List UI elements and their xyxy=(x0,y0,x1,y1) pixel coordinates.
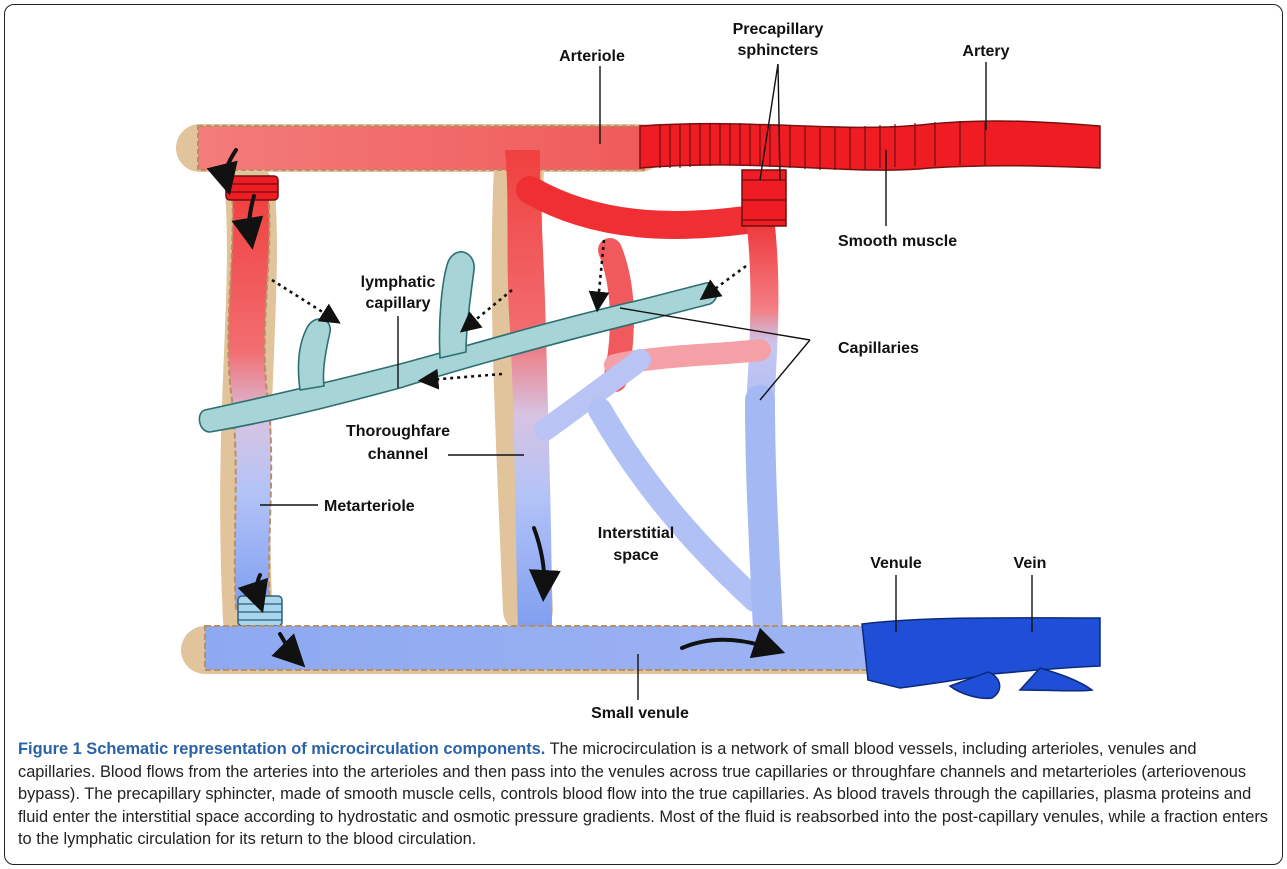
label-interstitial-1: Interstitial xyxy=(598,525,674,542)
label-metarteriole: Metarteriole xyxy=(324,498,415,515)
label-vein: Vein xyxy=(1014,555,1047,572)
vein-branch xyxy=(1020,668,1092,691)
label-thoroughfare-2: channel xyxy=(368,446,428,463)
label-small-venule: Small venule xyxy=(591,705,689,722)
label-precapillary-1: Precapillary xyxy=(733,21,824,38)
label-precapillary-2: sphincters xyxy=(738,42,819,59)
lymphatic-vessel xyxy=(199,252,716,432)
label-capillaries: Capillaries xyxy=(838,340,919,357)
label-smooth-muscle: Smooth muscle xyxy=(838,233,957,250)
label-lymphatic-1: lymphatic xyxy=(361,274,436,291)
metarteriole-blue-sphincter xyxy=(238,596,282,626)
caption-title: Figure 1 Schematic representation of mic… xyxy=(18,740,545,758)
label-venule: Venule xyxy=(870,555,922,572)
vessel-layer xyxy=(198,121,1100,698)
label-lymphatic-2: capillary xyxy=(366,295,431,312)
label-interstitial-2: space xyxy=(613,547,658,564)
figure-caption: Figure 1 Schematic representation of mic… xyxy=(18,738,1273,851)
label-arteriole: Arteriole xyxy=(559,48,625,65)
capillary-network xyxy=(530,190,768,630)
label-artery: Artery xyxy=(962,43,1009,60)
artery-vessel xyxy=(640,121,1100,170)
microcirculation-diagram: Arteriole Precapillary sphincters Artery… xyxy=(0,0,1287,730)
arteriole-vessel xyxy=(198,126,644,170)
label-thoroughfare-1: Thoroughfare xyxy=(346,423,450,440)
